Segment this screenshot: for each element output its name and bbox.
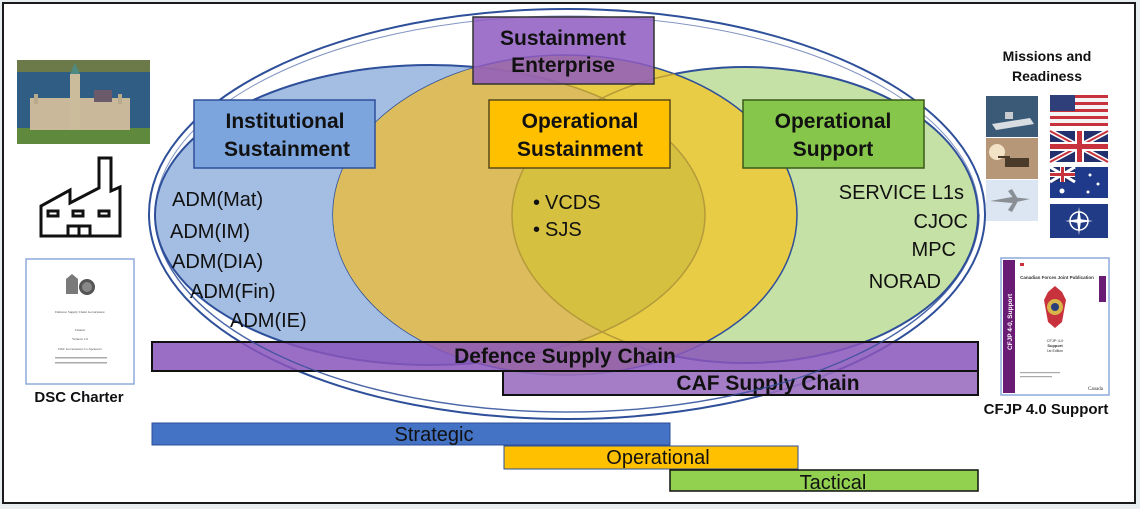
dsc-charter-caption: DSC Charter (34, 389, 123, 406)
sustainment-enterprise-line1: Sustainment (500, 27, 626, 50)
operational-label: Operational (606, 447, 709, 469)
charter-doc-version: Version 1.0 (72, 337, 88, 341)
member-vcds: VCDS (545, 192, 601, 214)
member-service-l1s: SERVICE L1s (839, 182, 964, 204)
usa-flag (1050, 95, 1108, 126)
cfjp-header-text: Canadian Forces Joint Publication (1020, 275, 1094, 280)
australia-flag (1049, 165, 1108, 198)
cfjp-spine-text: CFJP 4-0, Support (1007, 293, 1014, 350)
charter-doc-subtitle: Charter (75, 328, 86, 332)
caf-supply-chain-label: CAF Supply Chain (676, 372, 859, 395)
parliament-building-photo (17, 60, 150, 144)
caf-supply-chain-bar: CAF Supply Chain (502, 370, 979, 396)
sustainment-enterprise-box: Sustainment Enterprise (472, 16, 655, 85)
cfjp-support-document: CFJP 4-0, Support Canadian Forces Joint … (1000, 257, 1110, 396)
missions-heading-line1: Missions and (1003, 48, 1092, 64)
member-mpc: MPC (912, 239, 956, 261)
defence-supply-chain-label: Defence Supply Chain (454, 345, 676, 368)
fighter-jet-photo (986, 180, 1038, 221)
member-adm-mat: ADM(Mat) (172, 189, 263, 211)
operational-support-line1: Operational (775, 110, 892, 133)
factory-icon (39, 156, 122, 238)
nato-flag (1050, 204, 1108, 238)
bullet-sjs: • (533, 219, 540, 241)
cfjp-edition: 1st Edition (1047, 349, 1063, 353)
institutional-sustainment-box: Institutional Sustainment (193, 99, 376, 169)
operational-sustainment-box: Operational Sustainment (488, 99, 671, 169)
charter-doc-title: Defence Supply Chain Governance (55, 310, 105, 314)
missions-heading-line2: Readiness (1012, 68, 1082, 84)
tactical-label: Tactical (800, 472, 867, 494)
strategic-level-bar: Strategic (151, 422, 671, 446)
bullet-vcds: • (533, 192, 540, 214)
member-norad: NORAD (869, 271, 941, 293)
member-adm-im: ADM(IM) (170, 221, 250, 243)
tactical-level-bar: Tactical (669, 469, 979, 494)
cfjp-title1: CFJP 4-0 (1047, 338, 1065, 343)
sustainment-enterprise-ellipse (148, 8, 986, 420)
institutional-line2: Sustainment (224, 138, 350, 161)
operational-sustainment-line1: Operational (522, 110, 639, 133)
operational-support-line2: Support (793, 138, 873, 161)
navy-ship-photo (986, 96, 1038, 137)
institutional-line1: Institutional (226, 110, 345, 133)
member-cjoc: CJOC (914, 211, 968, 233)
member-sjs: SJS (545, 219, 582, 241)
member-adm-fin: ADM(Fin) (190, 281, 276, 303)
charter-doc-sponsors: DSC Governance Co-Sponsors (58, 347, 102, 351)
member-adm-dia: ADM(DIA) (172, 251, 263, 273)
sustainment-enterprise-line2: Enterprise (511, 54, 615, 77)
cfjp-title2: Support (1047, 343, 1063, 348)
army-tank-photo (986, 138, 1038, 179)
operational-sustainment-line2: Sustainment (517, 138, 643, 161)
uk-flag (1048, 128, 1110, 165)
strategic-label: Strategic (395, 424, 474, 446)
operational-support-box: Operational Support (742, 99, 925, 169)
defence-supply-chain-bar: Defence Supply Chain (151, 341, 979, 372)
operational-level-bar: Operational (503, 445, 799, 470)
dsc-charter-document: Defence Supply Chain Governance Charter … (25, 258, 135, 385)
cfjp-canada-wordmark: Canada (1088, 387, 1104, 392)
member-adm-ie: ADM(IE) (230, 310, 307, 332)
cfjp-caption: CFJP 4.0 Support (984, 401, 1109, 418)
